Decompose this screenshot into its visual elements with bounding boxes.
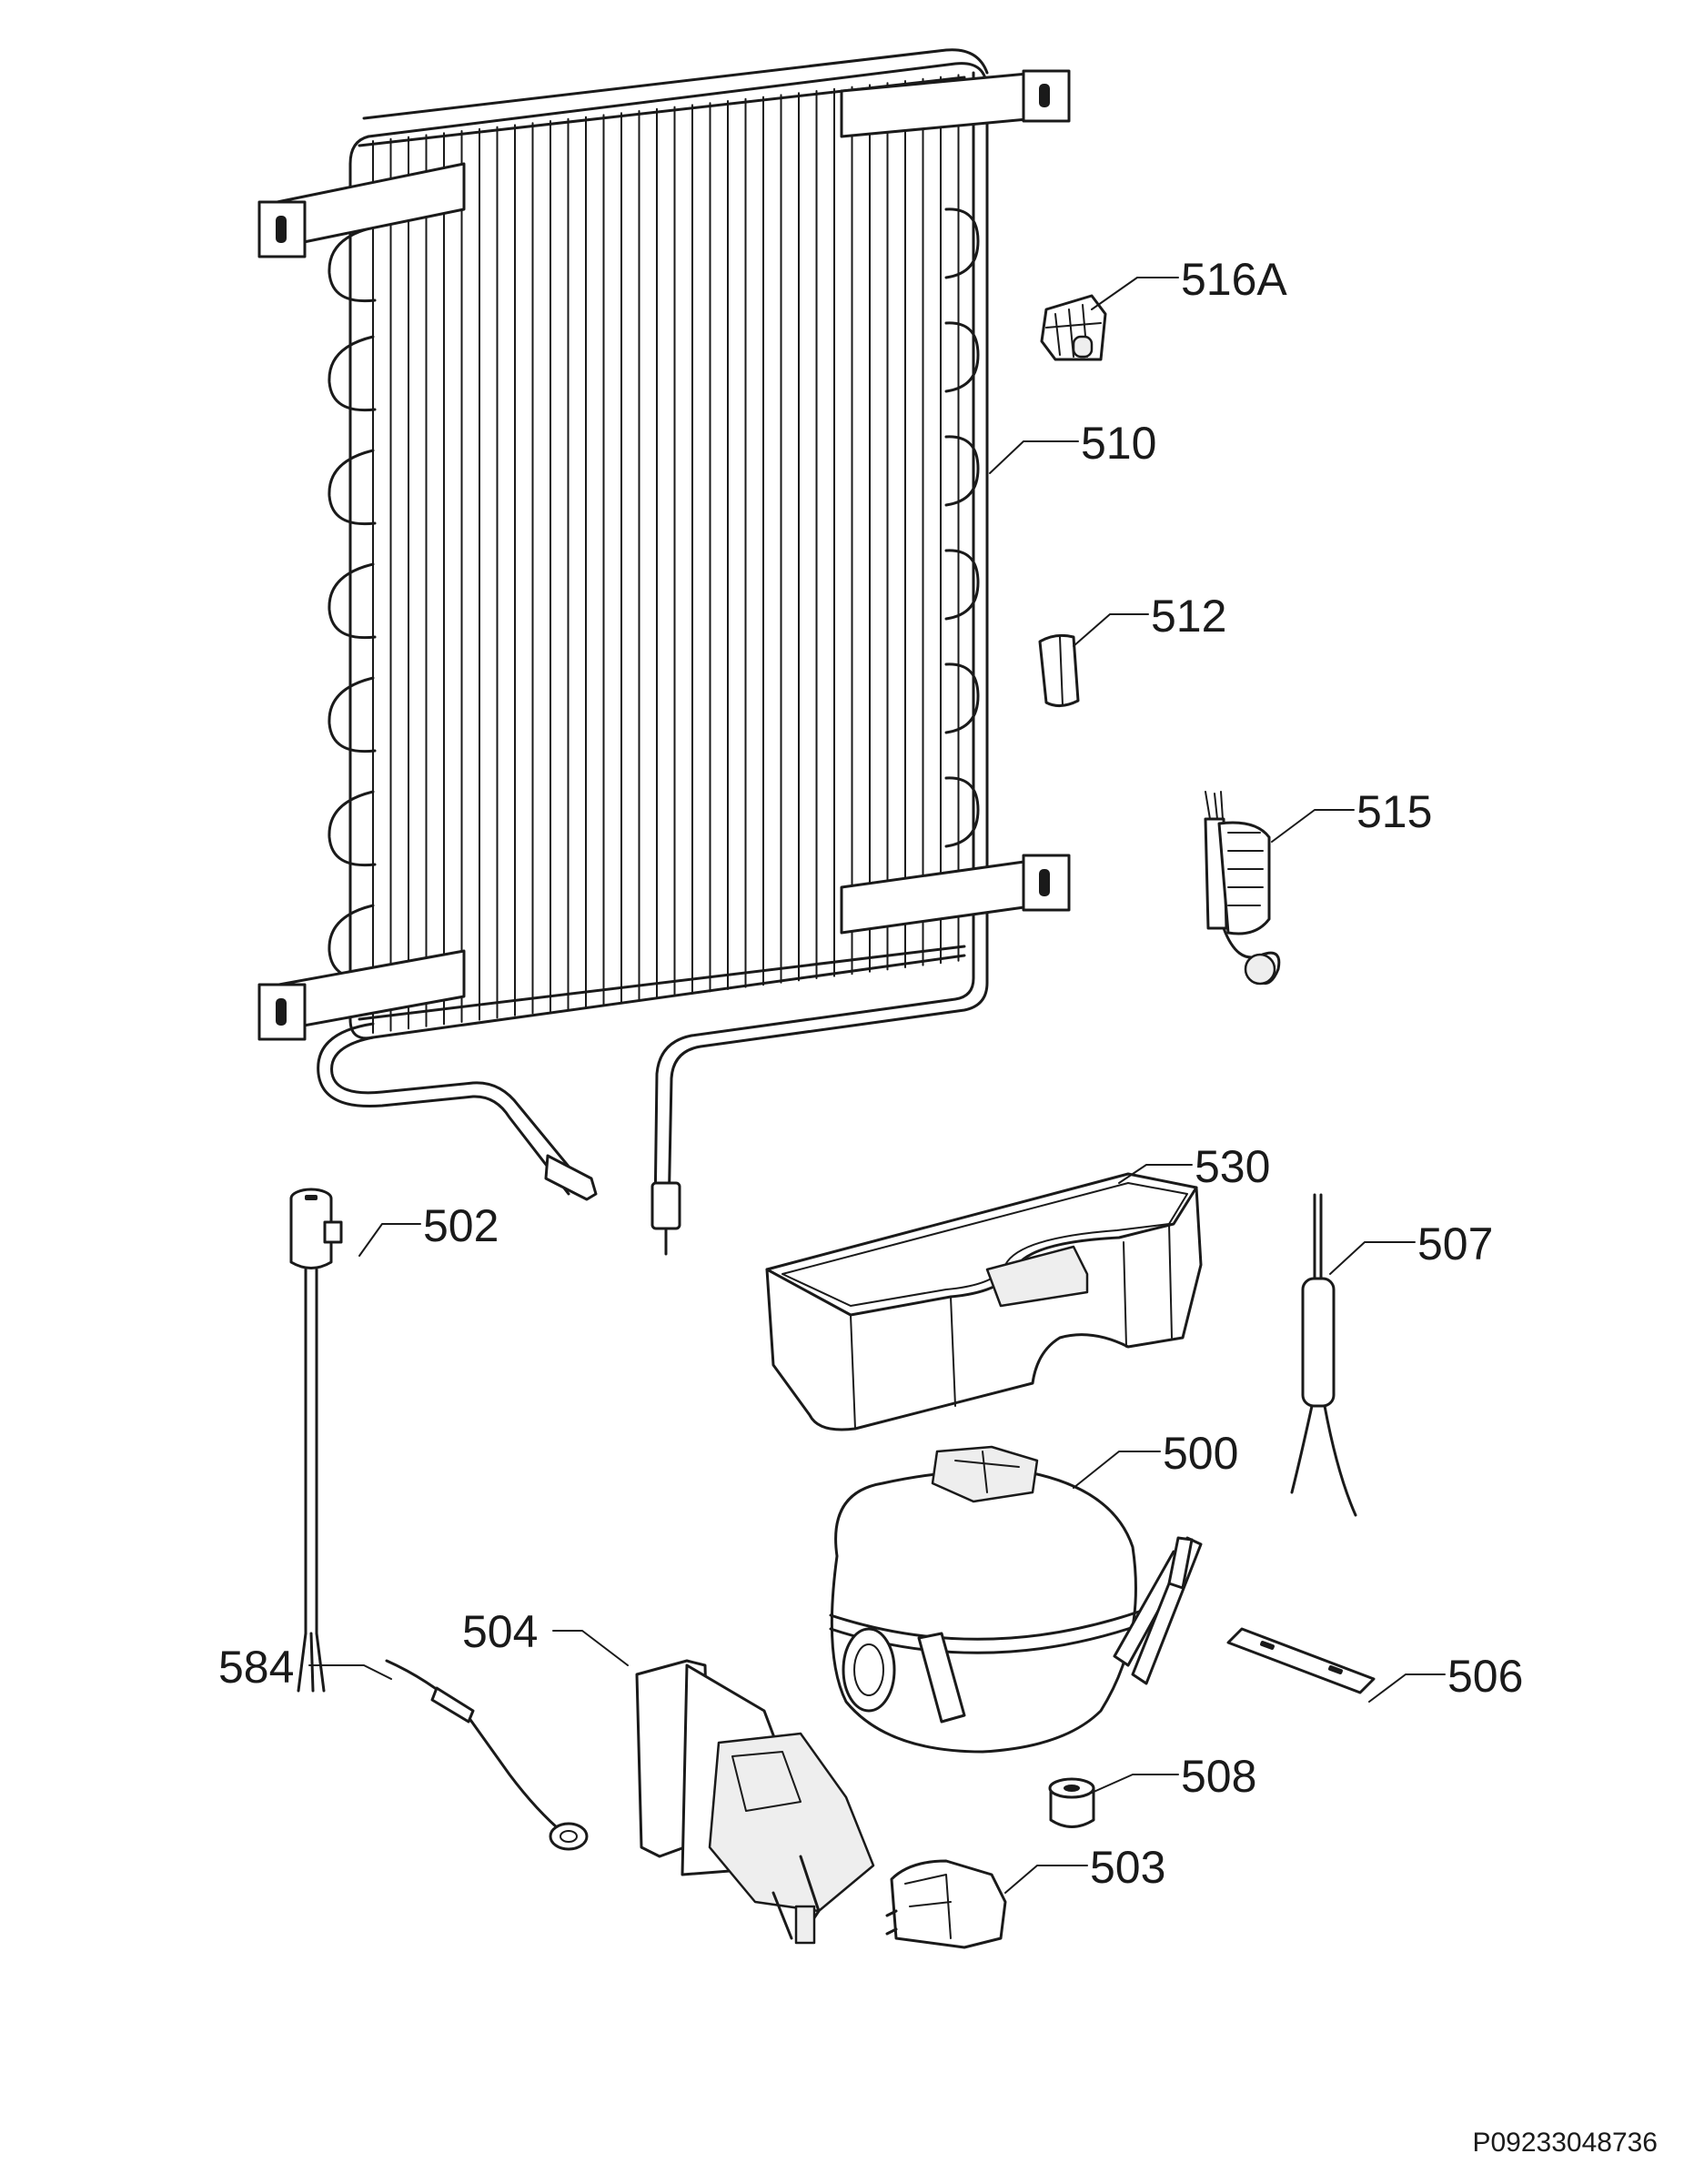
condenser-510-drawing: [257, 48, 1071, 1256]
part-label-530: 530: [1195, 1141, 1271, 1192]
leader-507: [1329, 1241, 1416, 1275]
filter-drier-507-drawing: [1290, 1193, 1357, 1517]
part-label-500: 500: [1163, 1428, 1239, 1479]
part-label-503: 503: [1090, 1842, 1166, 1893]
part-label-515: 515: [1356, 786, 1433, 837]
part-label-512: 512: [1151, 591, 1227, 642]
clip-516A-drawing: [1040, 294, 1107, 361]
part-label-508: 508: [1181, 1751, 1257, 1802]
tray-530-drawing: [765, 1172, 1203, 1431]
sleeve-512-drawing: [1038, 633, 1080, 707]
part-label-584: 584: [218, 1642, 295, 1693]
leader-510: [989, 440, 1079, 474]
leader-530: [1118, 1164, 1193, 1184]
leader-504: [552, 1630, 629, 1666]
part-label-502: 502: [423, 1200, 499, 1251]
leader-516A: [1091, 277, 1179, 310]
relay-503-drawing: [885, 1859, 1007, 1949]
leader-515: [1271, 809, 1355, 843]
sensor-502-drawing: [289, 1188, 343, 1693]
ground-wire-584-drawing: [385, 1659, 589, 1851]
leader-500: [1073, 1451, 1161, 1489]
part-label-516A: 516A: [1181, 254, 1287, 305]
part-label-510: 510: [1081, 418, 1157, 469]
plate-506-drawing: [1226, 1627, 1376, 1694]
leader-512: [1073, 613, 1149, 647]
heater-515-drawing: [1204, 791, 1281, 986]
leader-508: [1091, 1774, 1179, 1794]
leader-584: [308, 1664, 392, 1680]
part-label-504: 504: [462, 1606, 539, 1657]
leader-lines: [308, 277, 1446, 1894]
compressor-500-drawing: [829, 1445, 1203, 1754]
leader-502: [358, 1223, 421, 1257]
document-code: P09233048736: [1472, 2128, 1658, 2158]
part-label-507: 507: [1417, 1218, 1494, 1269]
control-module-504-drawing: [635, 1659, 875, 1945]
leader-506: [1368, 1673, 1446, 1703]
leader-503: [1004, 1865, 1088, 1894]
part-label-506: 506: [1447, 1651, 1524, 1702]
grommet-508-drawing: [1048, 1777, 1095, 1828]
